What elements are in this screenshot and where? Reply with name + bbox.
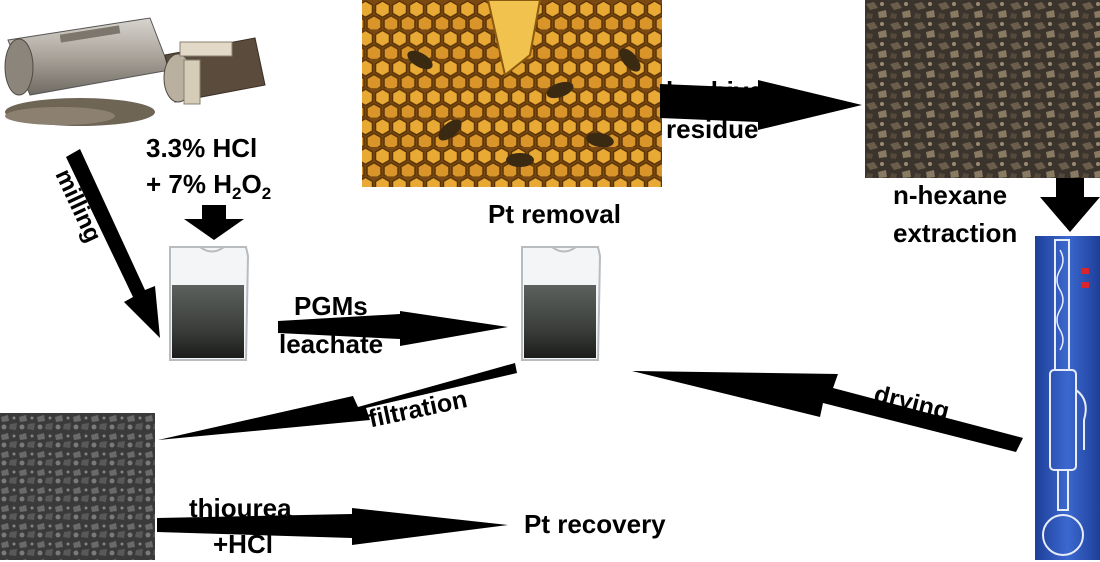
label-beehive-residue: beehive residue: [666, 72, 763, 148]
label-pt-recovery: Pt recovery: [524, 509, 666, 539]
label-pt-removal: Pt removal: [488, 199, 621, 229]
label-thiourea-line2: +HCl: [213, 529, 273, 559]
catalytic-converter-image: [0, 0, 275, 130]
label-hexane-extraction: n-hexane extraction: [893, 176, 1017, 252]
label-thiourea-line1: thiourea: [189, 493, 292, 523]
filter-residue-image: [0, 413, 155, 560]
label-beehive-line2: residue: [666, 114, 759, 144]
arrow-thiourea: [157, 508, 508, 545]
label-pgms-line2: leachate: [279, 329, 384, 359]
label-h2o2-mid: O: [241, 169, 262, 199]
beaker-leachate-image: [160, 236, 264, 368]
arrow-hexane-down: [1040, 178, 1100, 232]
label-thiourea-hcl: thiourea +HCl: [189, 490, 292, 562]
label-hexane-line2: extraction: [893, 218, 1018, 248]
arrow-milling: [66, 149, 160, 338]
arrow-filtration: [158, 363, 517, 440]
label-h2o2-prefix: + 7% H: [146, 169, 232, 199]
arrow-reagents-down: [184, 205, 244, 240]
arrow-drying: [632, 371, 1023, 452]
beaker-pt-removal-image: [512, 236, 616, 368]
arrow-pgms-leachate: [278, 311, 508, 346]
label-beehive-line1: beehive: [666, 76, 763, 106]
label-h2o2-sub2: 2: [261, 184, 272, 204]
label-h2o2-sub1: 2: [232, 184, 242, 204]
label-hexane-line1: n-hexane: [893, 180, 1008, 210]
label-h2o2: + 7% H2O2: [146, 169, 272, 204]
label-pgms-line1: PGMs: [294, 291, 368, 321]
arrow-beehive-residue: [660, 80, 862, 130]
honeycomb-bees-image: [362, 0, 662, 187]
soxhlet-extractor-image: [1035, 236, 1100, 560]
label-hcl: 3.3% HCl: [146, 133, 258, 163]
label-pgms-leachate: PGMs leachate: [279, 287, 383, 363]
beehive-residue-image: [865, 0, 1100, 178]
